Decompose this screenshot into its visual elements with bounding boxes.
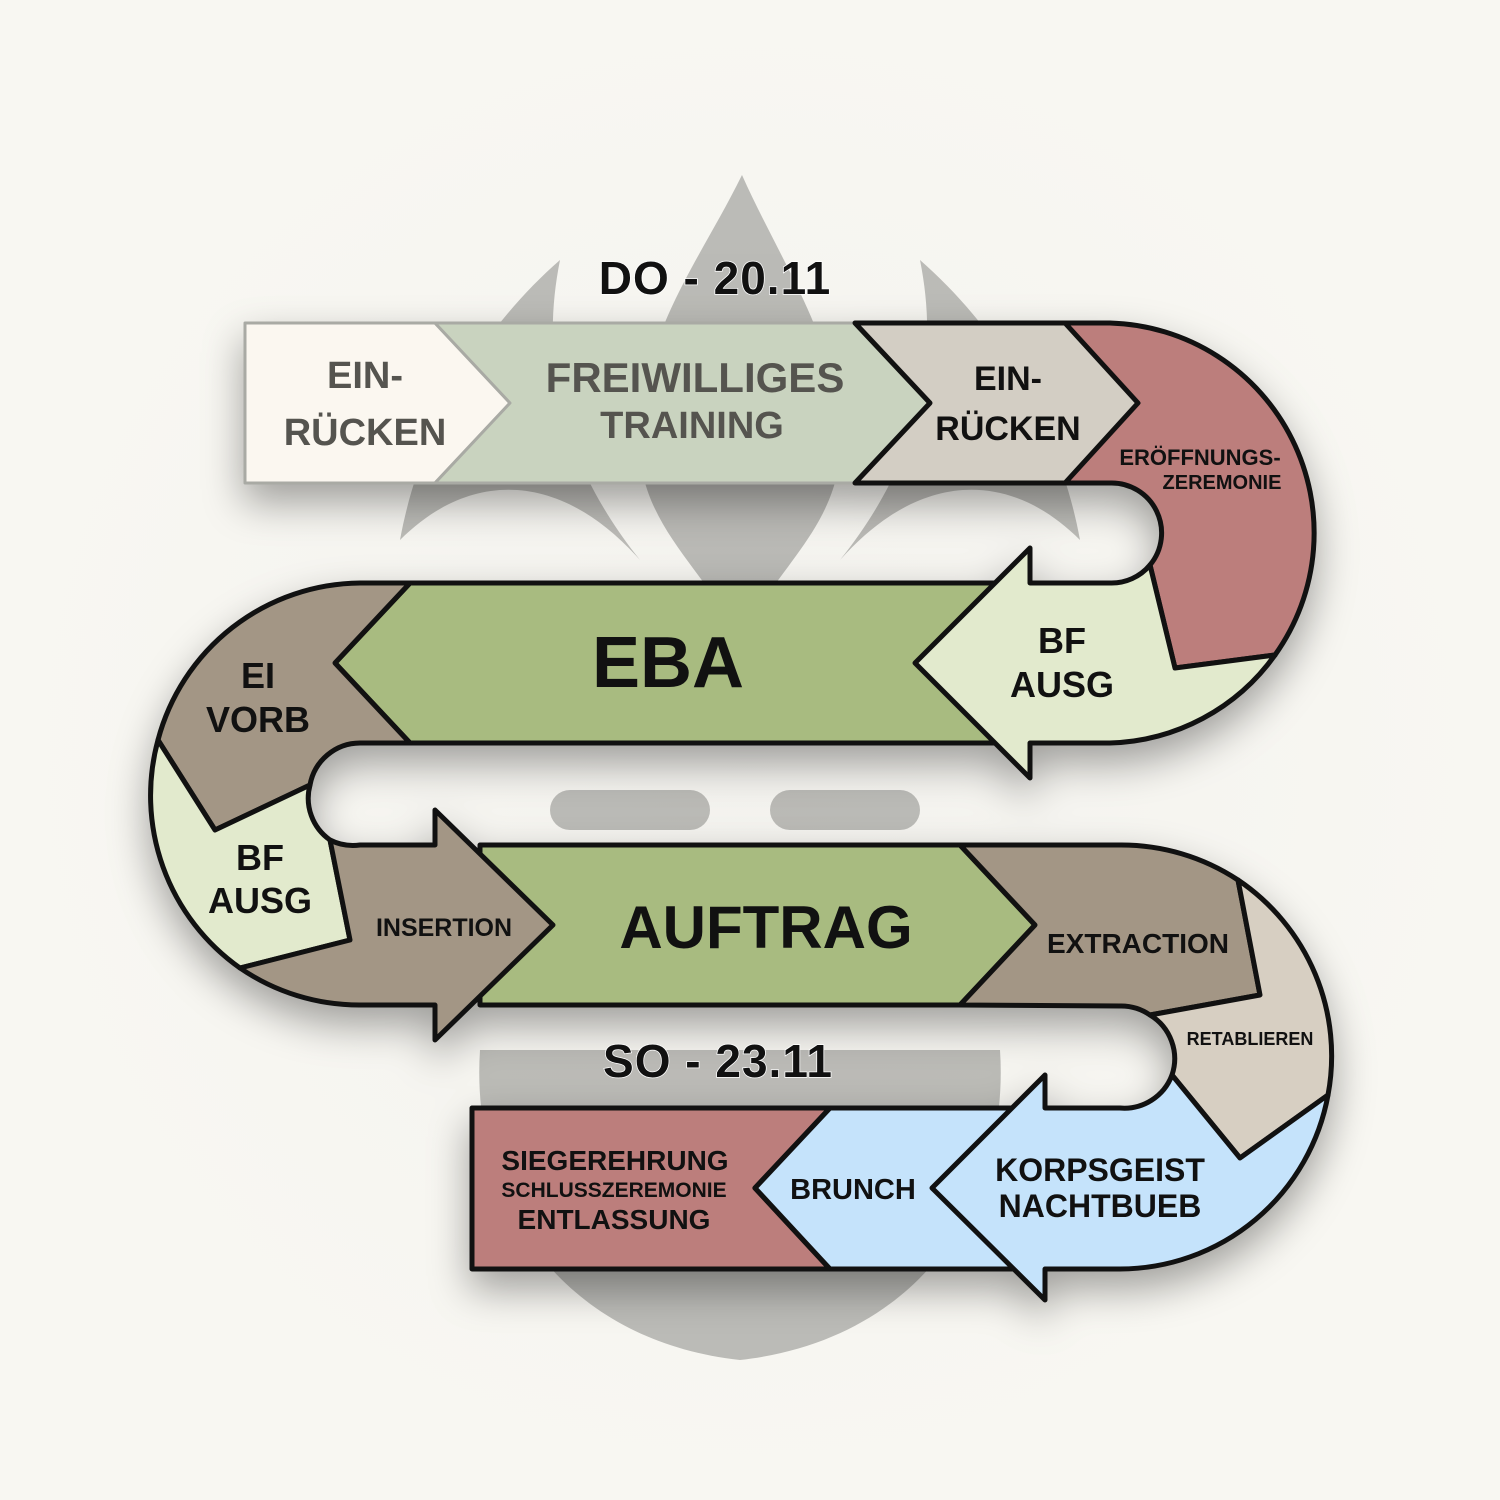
- segment-korpsgeist: [929, 1072, 1331, 1303]
- segment-freiwilliges-training: [433, 321, 932, 485]
- label-bf-ausg-2-line2: AUSG: [208, 880, 312, 921]
- label-auftrag: AUFTRAG: [619, 894, 912, 961]
- segment-ei-vorb: [155, 580, 413, 833]
- label-einruecken-2-line2: RÜCKEN: [935, 410, 1080, 448]
- timeline-track: [148, 320, 1335, 1303]
- label-closing-line1: SIEGEREHRUNG: [501, 1145, 728, 1176]
- label-ei-vorb-line2: VORB: [206, 699, 310, 740]
- start-date: DO - 20.11: [599, 252, 831, 304]
- label-ceremony-line1: ERÖFFNUNGS-: [1119, 445, 1280, 470]
- segment-retablieren: [1147, 877, 1335, 1161]
- label-ceremony-line2: ZEREMONIE: [1163, 472, 1282, 494]
- label-insertion: INSERTION: [376, 914, 512, 942]
- label-einruecken-1-line2: RÜCKEN: [284, 411, 447, 454]
- label-retablieren: RETABLIEREN: [1187, 1029, 1314, 1049]
- label-eba: EBA: [592, 623, 744, 703]
- segment-insertion: [237, 807, 556, 1043]
- label-extraction: EXTRACTION: [1047, 928, 1229, 959]
- segment-bf-ausg-2: [148, 737, 353, 971]
- label-brunch: BRUNCH: [790, 1174, 916, 1206]
- label-training-line1: FREIWILLIGES: [546, 354, 845, 401]
- label-bf-ausg-2-line1: BF: [236, 837, 284, 878]
- label-korpsgeist-line2: NACHTBUEB: [999, 1188, 1202, 1224]
- end-date: SO - 23.11: [603, 1035, 833, 1087]
- segment-einruecken-2: [852, 320, 1141, 486]
- label-closing-line2: SCHLUSSZEREMONIE: [501, 1179, 726, 1202]
- label-closing-line3: ENTLASSUNG: [518, 1204, 711, 1235]
- label-bf-ausg-1-line1: BF: [1038, 620, 1086, 661]
- label-ei-vorb-line1: EI: [241, 655, 275, 696]
- label-einruecken-1-line1: EIN-: [327, 355, 403, 397]
- label-einruecken-2-line1: EIN-: [974, 360, 1042, 398]
- segment-bf-ausg-1: [912, 545, 1278, 781]
- label-training-line2: TRAINING: [600, 405, 784, 447]
- label-korpsgeist-line1: KORPSGEIST: [995, 1152, 1205, 1188]
- label-bf-ausg-1-line2: AUSG: [1010, 664, 1114, 705]
